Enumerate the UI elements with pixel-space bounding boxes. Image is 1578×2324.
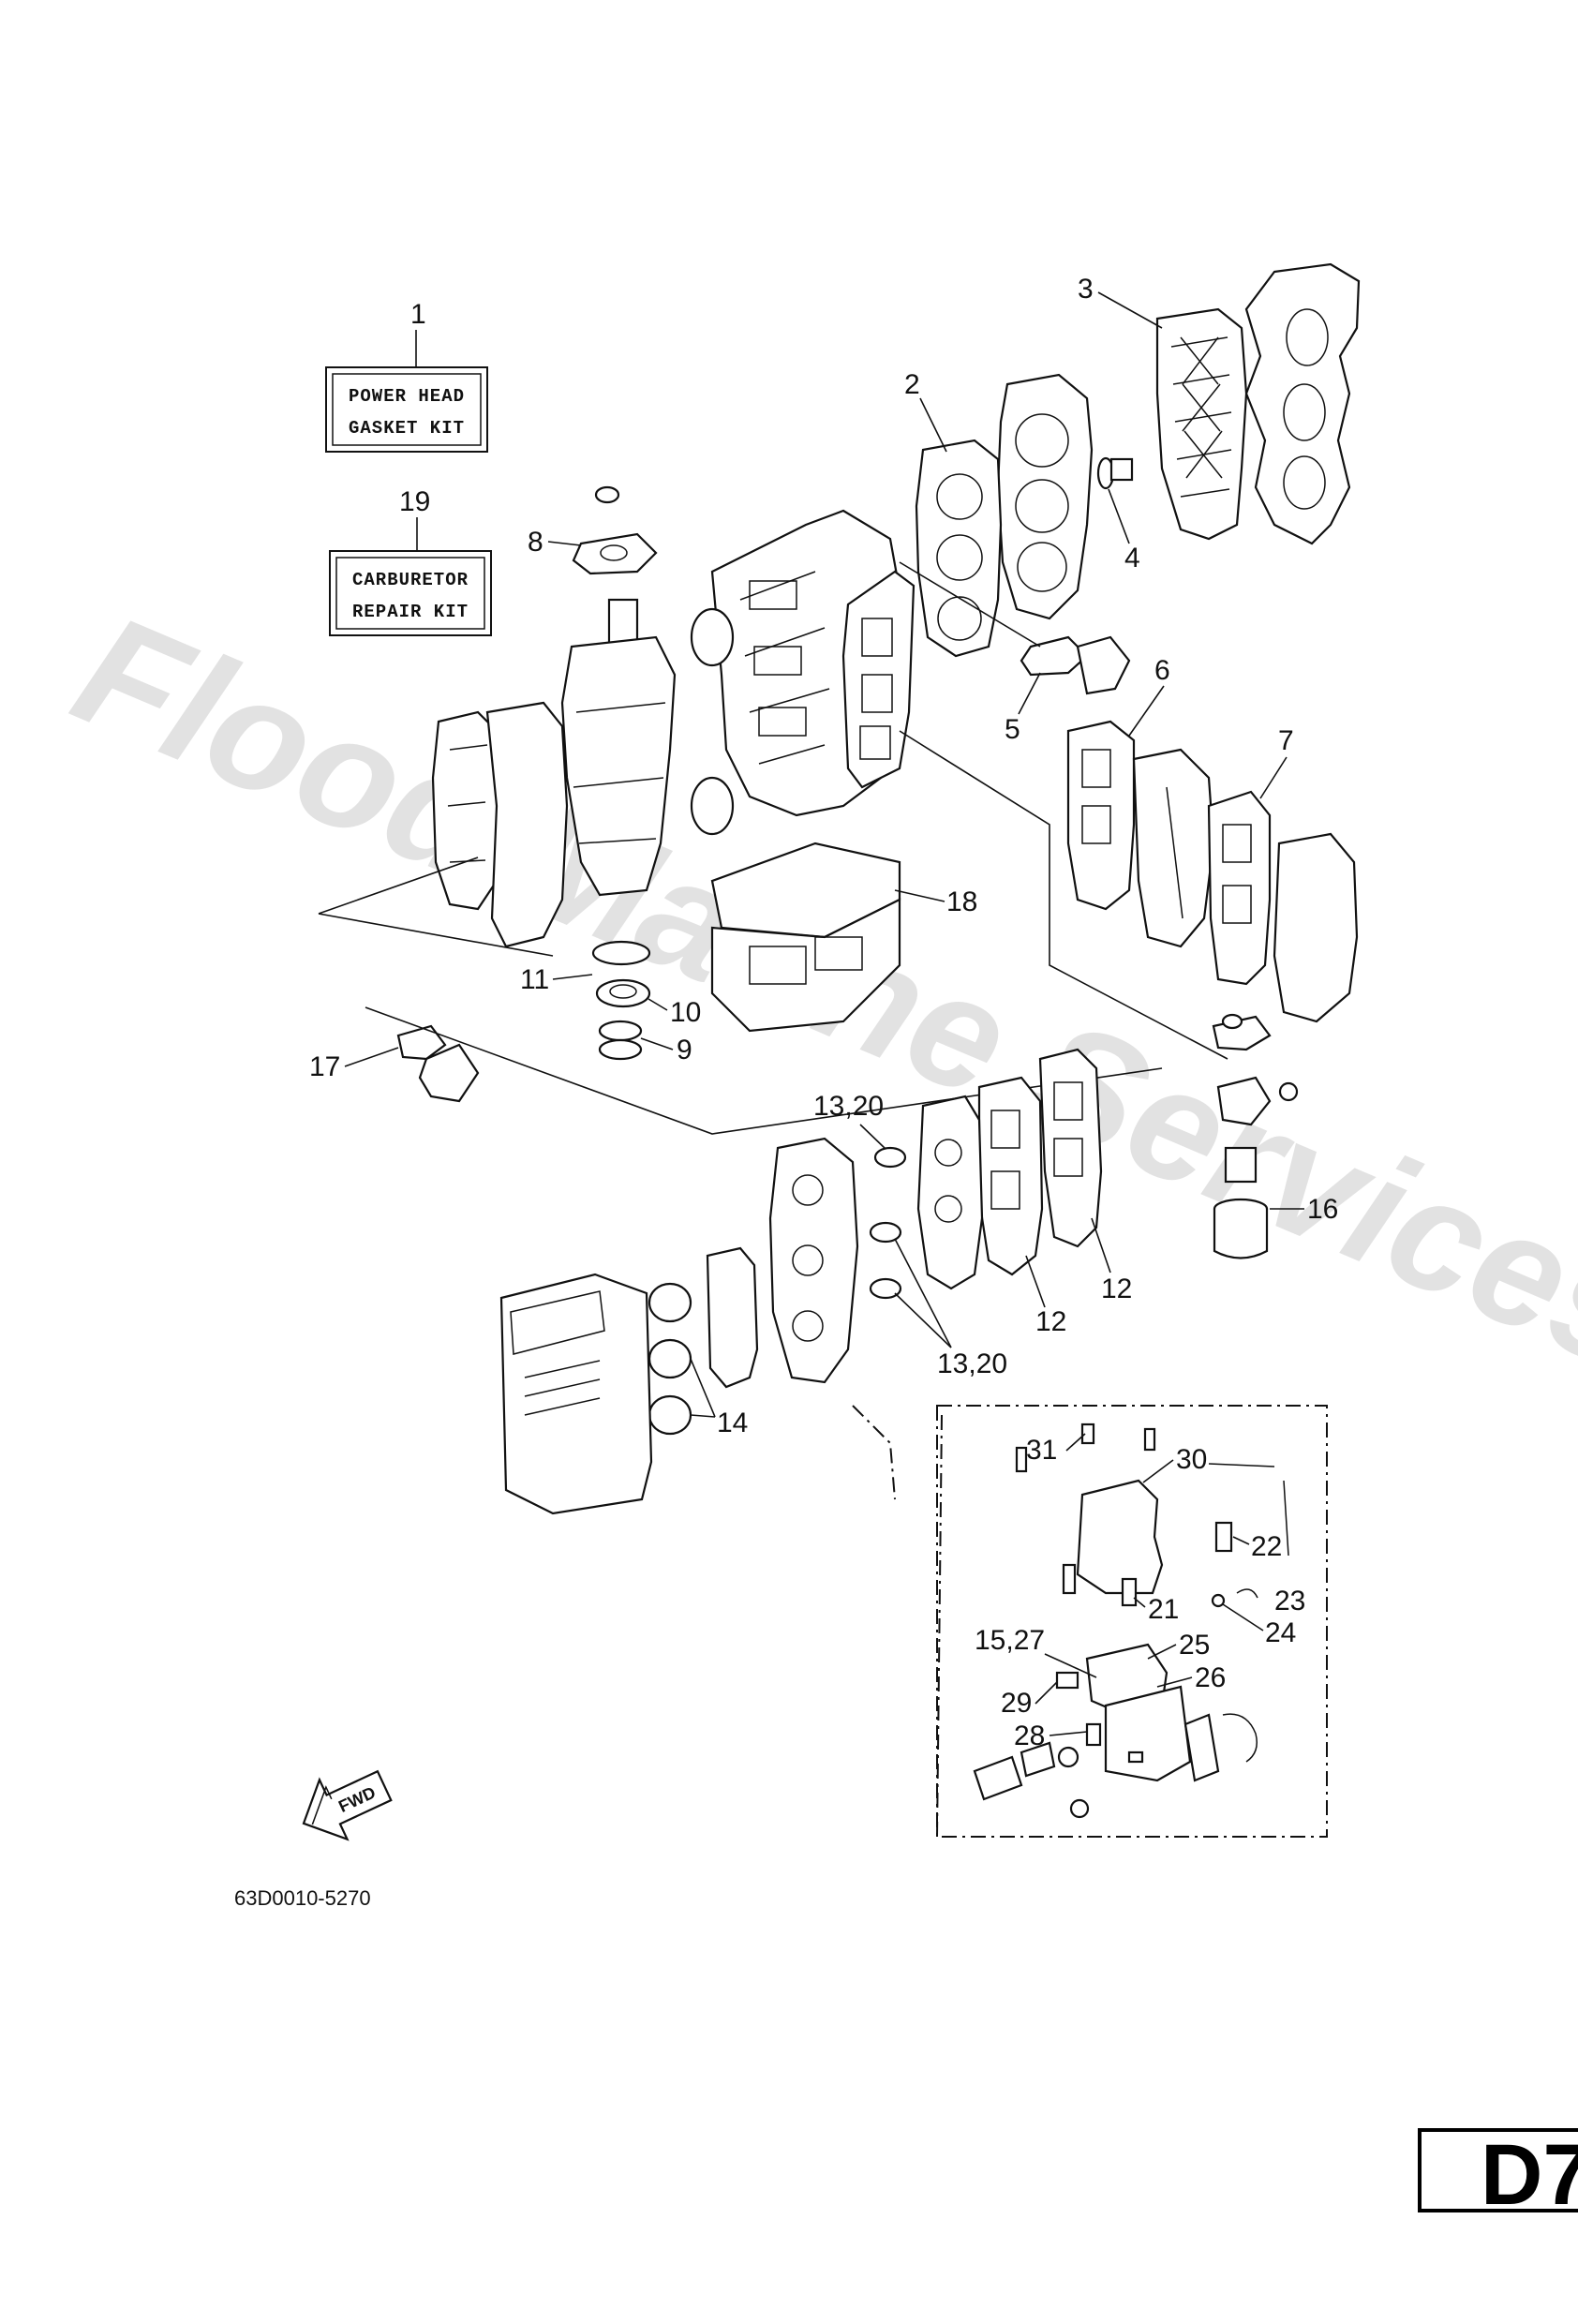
callout-5: 5 bbox=[1005, 714, 1020, 745]
carburetor-kit-line1: CARBURETOR bbox=[352, 570, 469, 590]
carburetor-kit-line2: REPAIR KIT bbox=[352, 602, 469, 622]
callout-1527: 15,27 bbox=[975, 1625, 1045, 1656]
callout-23: 23 bbox=[1274, 1586, 1305, 1616]
callout-16: 16 bbox=[1307, 1194, 1338, 1225]
callout-9: 9 bbox=[677, 1035, 692, 1065]
intake-o-rings-upper bbox=[873, 1146, 907, 1169]
callout-19: 19 bbox=[399, 486, 430, 517]
drive-shaft-housing-gasket bbox=[710, 842, 901, 1033]
power-head-kit-line1: POWER HEAD bbox=[349, 386, 465, 407]
bracket-gasket bbox=[396, 1024, 480, 1103]
cylinder-head-cover bbox=[1244, 262, 1361, 545]
callout-30: 30 bbox=[1176, 1444, 1207, 1475]
cylinder-head bbox=[996, 373, 1094, 620]
carburetor-small-parts bbox=[973, 1423, 1289, 1819]
callout-10: 10 bbox=[670, 997, 701, 1028]
intake-silencer bbox=[499, 1273, 653, 1515]
callout-31: 31 bbox=[1026, 1435, 1057, 1466]
exhaust-outer-gasket bbox=[1207, 790, 1359, 1023]
plug-with-washer bbox=[1096, 456, 1134, 490]
callout-13a: 13,20 bbox=[813, 1091, 884, 1122]
exhaust-cover bbox=[431, 701, 569, 948]
power-head-kit-line2: GASKET KIT bbox=[349, 418, 465, 439]
callout-2: 2 bbox=[904, 369, 920, 400]
callout-14: 14 bbox=[717, 1408, 748, 1438]
callout-6: 6 bbox=[1154, 655, 1170, 686]
callout-18: 18 bbox=[946, 886, 977, 917]
callout-26: 26 bbox=[1195, 1662, 1226, 1693]
cover-plate-with-seal bbox=[572, 485, 658, 575]
callout-12b: 12 bbox=[1035, 1306, 1066, 1337]
page-code: D7 bbox=[1481, 2127, 1578, 2223]
callout-29: 29 bbox=[1001, 1688, 1032, 1719]
thermostat-cover-gasket bbox=[1020, 635, 1131, 695]
callout-3: 3 bbox=[1078, 274, 1094, 305]
callout-8: 8 bbox=[528, 527, 543, 558]
callout-28: 28 bbox=[1014, 1721, 1045, 1751]
carburetor-gaskets bbox=[648, 1282, 692, 1436]
carburetor-body bbox=[1076, 1479, 1258, 1782]
block-side-gasket bbox=[841, 570, 916, 789]
exhaust-inner-gasket bbox=[1066, 720, 1215, 948]
oil-seal-housing bbox=[595, 978, 651, 1008]
page-code-box: D7 bbox=[1418, 2127, 1578, 2223]
head-cover-gasket bbox=[1155, 307, 1248, 541]
silencer-gasket bbox=[706, 1246, 759, 1389]
intake-manifold bbox=[768, 1137, 859, 1384]
callout-21: 21 bbox=[1148, 1594, 1179, 1625]
cylinder-head-gasket bbox=[915, 439, 1003, 658]
callout-4: 4 bbox=[1124, 543, 1140, 574]
callout-12a: 12 bbox=[1101, 1274, 1132, 1304]
callout-22: 22 bbox=[1251, 1531, 1282, 1562]
oil-seals bbox=[598, 1020, 643, 1061]
reed-valve-gaskets bbox=[916, 1048, 1103, 1290]
carburetor-repair-kit-label: 19 CARBURETOR REPAIR KIT bbox=[329, 486, 492, 636]
callout-13b: 13,20 bbox=[937, 1348, 1007, 1379]
callout-17: 17 bbox=[309, 1051, 340, 1082]
callout-24: 24 bbox=[1265, 1617, 1296, 1648]
o-ring bbox=[591, 940, 651, 966]
callout-1: 1 bbox=[410, 299, 426, 330]
figure-code: 63D0010-5270 bbox=[234, 1886, 371, 1910]
intake-o-rings-lower bbox=[869, 1221, 902, 1300]
water-pump-assembly bbox=[1212, 1013, 1299, 1259]
carburetor-detail-box bbox=[936, 1405, 1328, 1838]
callout-11: 11 bbox=[520, 964, 549, 995]
forward-direction-arrow: FWD bbox=[302, 1769, 393, 1841]
crankshaft bbox=[560, 598, 735, 897]
power-head-gasket-kit-label: 1 POWER HEAD GASKET KIT bbox=[325, 299, 488, 453]
callout-7: 7 bbox=[1278, 725, 1294, 756]
callout-25: 25 bbox=[1179, 1630, 1210, 1661]
